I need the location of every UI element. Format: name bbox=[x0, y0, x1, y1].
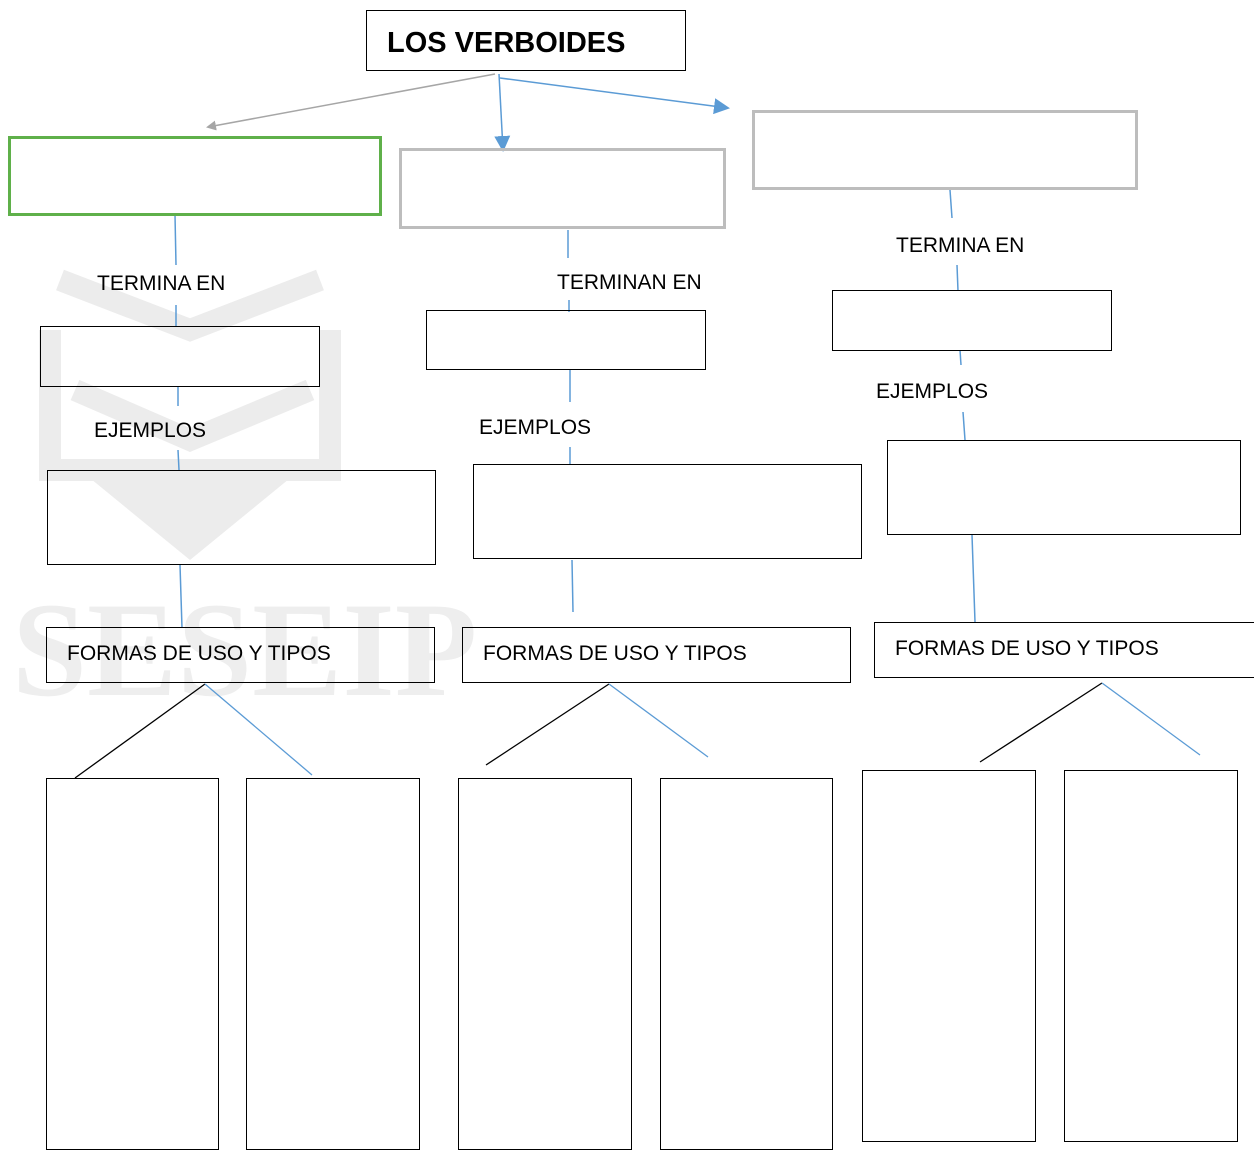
examples-box-1[interactable] bbox=[47, 470, 436, 565]
type-box-1b[interactable] bbox=[246, 778, 420, 1150]
ending-label-2: TERMINAN EN bbox=[557, 271, 702, 294]
branch-box-3[interactable] bbox=[752, 110, 1138, 190]
arrow-center bbox=[494, 73, 511, 152]
examples-label-3: EJEMPLOS bbox=[876, 380, 989, 403]
uses-label-1: FORMAS DE USO Y TIPOS bbox=[67, 642, 331, 665]
type-box-3b[interactable] bbox=[1064, 770, 1238, 1142]
watermark-text: SESEIP bbox=[12, 576, 477, 725]
title-box: LOS VERBOIDES bbox=[366, 10, 686, 71]
ending-label-1: TERMINA EN bbox=[97, 272, 226, 295]
type-box-1a[interactable] bbox=[46, 778, 219, 1150]
uses-box-1: FORMAS DE USO Y TIPOS bbox=[46, 627, 435, 683]
title-text: LOS VERBOIDES bbox=[387, 27, 626, 59]
uses-label-3: FORMAS DE USO Y TIPOS bbox=[895, 637, 1159, 660]
examples-box-3[interactable] bbox=[887, 440, 1241, 535]
examples-label-2: EJEMPLOS bbox=[479, 416, 592, 439]
arrow-left bbox=[206, 73, 496, 131]
examples-box-2[interactable] bbox=[473, 464, 862, 559]
arrow-right bbox=[499, 77, 730, 115]
type-box-2b[interactable] bbox=[660, 778, 833, 1150]
branch-box-1[interactable] bbox=[8, 136, 382, 216]
ending-box-3[interactable] bbox=[832, 290, 1112, 351]
uses-label-2: FORMAS DE USO Y TIPOS bbox=[483, 642, 747, 665]
uses-box-2: FORMAS DE USO Y TIPOS bbox=[462, 627, 851, 683]
ending-box-2[interactable] bbox=[426, 310, 706, 370]
type-box-2a[interactable] bbox=[458, 778, 632, 1150]
examples-label-1: EJEMPLOS bbox=[94, 419, 207, 442]
uses-box-3: FORMAS DE USO Y TIPOS bbox=[874, 622, 1254, 678]
ending-label-3: TERMINA EN bbox=[896, 234, 1025, 257]
ending-box-1[interactable] bbox=[40, 326, 320, 387]
type-box-3a[interactable] bbox=[862, 770, 1036, 1142]
branch-box-2[interactable] bbox=[399, 148, 726, 229]
